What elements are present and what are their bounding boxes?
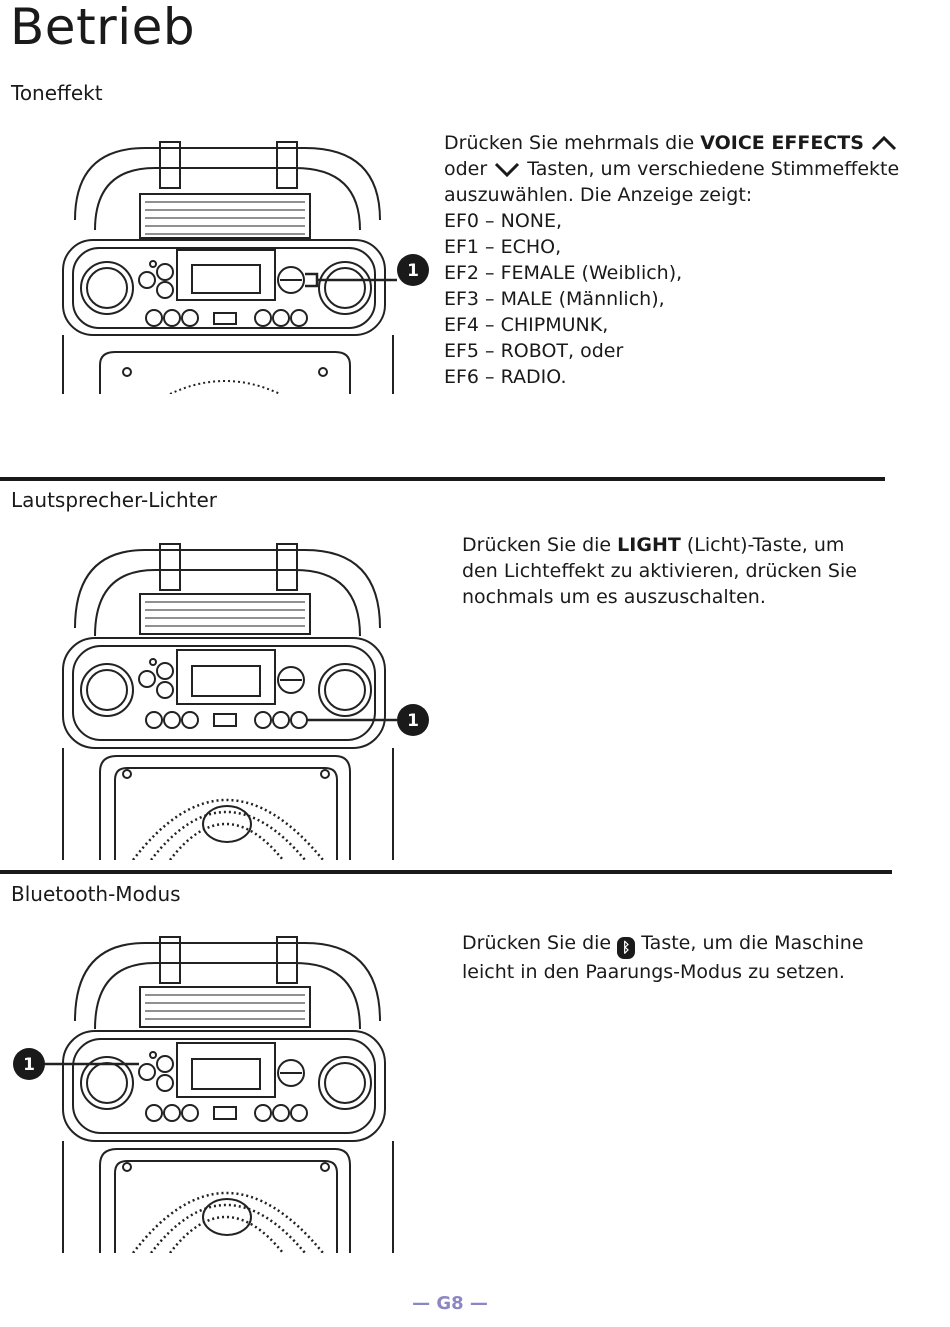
list-item: EF1 – ECHO, [444, 236, 562, 258]
chevron-down-icon [495, 162, 520, 177]
section-heading-toneffekt: Toneffekt [11, 81, 103, 105]
chevron-up-icon [871, 135, 897, 151]
bluetooth-icon: ᛒ [617, 937, 636, 959]
list-item: EF4 – CHIPMUNK, [444, 314, 609, 336]
list-item: EF5 – ROBOT, oder [444, 340, 624, 362]
bt-text-after: Taste, um die Maschine leicht in den Paa… [462, 932, 864, 983]
voice-effects-description: Drücken Sie mehrmals die VOICE EFFECTS o… [444, 130, 904, 390]
bluetooth-description: Drücken Sie die ᛒ Taste, um die Maschine… [462, 930, 882, 985]
list-item: EF2 – FEMALE (Weiblich), [444, 262, 683, 284]
speaker-diagram-light: 1 [62, 543, 429, 860]
intro-text: Drücken Sie mehrmals die [444, 132, 695, 154]
list-item: EF3 – MALE (Männlich), [444, 288, 665, 310]
speaker-diagram-voice-effects: 1 [62, 141, 429, 394]
voice-effects-label: VOICE EFFECTS [700, 132, 864, 154]
page-number: — G8 — [412, 1293, 488, 1314]
callout-number: 1 [23, 1055, 35, 1075]
intro-text-mid: oder [444, 158, 488, 180]
speaker-diagram-bluetooth: 1 [13, 936, 394, 1253]
section-heading-bluetooth-modus: Bluetooth-Modus [11, 882, 181, 906]
page-title: Betrieb [10, 0, 196, 56]
list-item: EF0 – NONE, [444, 210, 563, 232]
light-text-after: (Licht)-Taste, um den Lichteffekt zu akt… [462, 534, 857, 608]
effects-list: EF0 – NONE, EF1 – ECHO, EF2 – FEMALE (We… [444, 208, 904, 390]
light-text-before: Drücken Sie die [462, 534, 612, 556]
intro-text-after: Tasten, um verschiedene Stimmeffekte aus… [444, 158, 900, 206]
section-divider [0, 870, 892, 874]
callout-number: 1 [407, 711, 419, 731]
light-label: LIGHT [617, 534, 681, 556]
section-divider [0, 477, 885, 481]
bt-text-before: Drücken Sie die [462, 932, 612, 954]
list-item: EF6 – RADIO. [444, 366, 567, 388]
callout-number: 1 [407, 261, 419, 281]
section-heading-lautsprecher-lichter: Lautsprecher-Lichter [11, 488, 217, 512]
light-description: Drücken Sie die LIGHT (Licht)-Taste, um … [462, 532, 882, 610]
